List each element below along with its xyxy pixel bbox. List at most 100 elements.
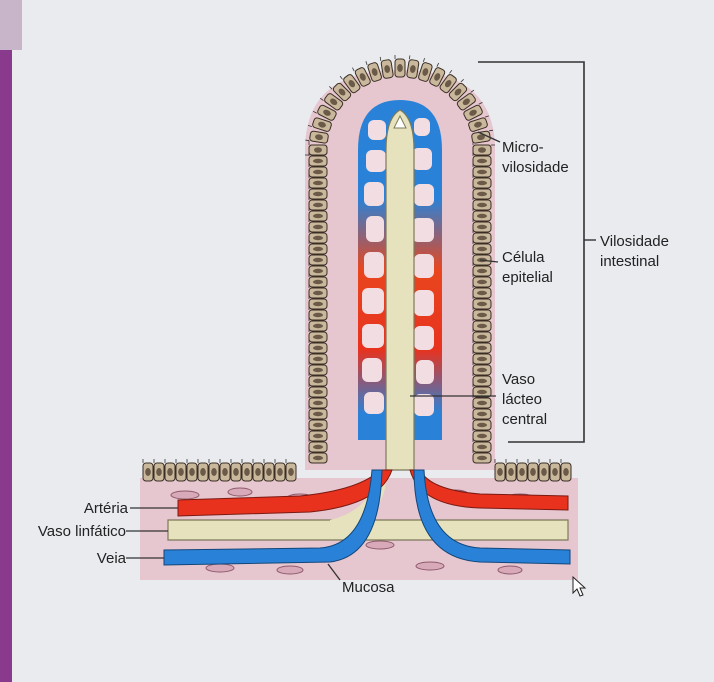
epithelial-cell	[472, 405, 492, 420]
label-lacteal-3: central	[502, 411, 547, 428]
epithelial-cell	[308, 207, 328, 222]
slide-corner	[0, 0, 22, 50]
label-microvilli-2: vilosidade	[502, 159, 569, 176]
epithelial-cell	[538, 459, 550, 482]
epithelial-cell	[308, 361, 328, 376]
epithelial-cell	[312, 104, 337, 121]
label-epithelial-1: Célula	[502, 249, 545, 266]
epithelial-cell	[468, 115, 489, 132]
label-microvilli-1: Micro-	[502, 139, 544, 156]
leader-lines	[126, 131, 501, 581]
mouse-cursor-icon	[572, 575, 587, 597]
epithelial-cell	[472, 218, 492, 233]
epithelial-cell	[307, 117, 332, 132]
epithelial-cell	[329, 82, 352, 102]
epithelial-cell	[472, 339, 492, 354]
epithelial-cell	[472, 361, 492, 376]
epithelial-cell	[208, 459, 220, 482]
epithelial-cell	[472, 273, 492, 288]
epithelial-cell	[472, 306, 492, 321]
epithelial-cell	[379, 56, 394, 79]
epithelial-cell	[560, 459, 572, 482]
epithelial-cell	[472, 427, 492, 442]
label-lacteal-1: Vaso	[502, 371, 535, 388]
label-lymph-vessel: Vaso linfático	[38, 523, 126, 540]
epithelial-cell	[308, 218, 328, 233]
epithelial-cell	[308, 427, 328, 442]
epithelial-cell	[472, 152, 492, 167]
label-epithelial-2: epitelial	[502, 269, 553, 286]
epithelial-cell	[429, 62, 446, 87]
epithelial-cell	[308, 383, 328, 398]
epithelial-cell	[472, 372, 492, 387]
epithelial-cell	[472, 163, 492, 178]
epithelial-cell	[472, 350, 492, 365]
epithelial-cell	[308, 240, 328, 255]
epithelial-cell	[308, 394, 328, 409]
epithelial-cell	[263, 459, 275, 482]
epithelial-cell	[252, 459, 264, 482]
epithelial-cell	[472, 438, 492, 453]
epithelial-cell	[241, 459, 253, 482]
mucosa-epithelium	[142, 459, 572, 482]
epithelial-cell	[308, 163, 328, 178]
epithelial-cell	[285, 459, 297, 482]
epithelial-cell	[472, 262, 492, 277]
epithelial-cell	[197, 459, 209, 482]
epithelial-cell	[472, 383, 492, 398]
epithelial-cell	[186, 459, 198, 482]
central-lacteal	[385, 109, 415, 471]
villus-bracket	[478, 61, 585, 443]
epithelial-cell	[308, 416, 328, 431]
epithelial-cell	[142, 459, 154, 482]
epithelial-cell-layer	[305, 55, 495, 464]
epithelial-cell	[219, 459, 231, 482]
epithelial-cell	[164, 459, 176, 482]
epithelial-cell	[308, 229, 328, 244]
epithelial-cell	[308, 328, 328, 343]
epithelial-cell	[406, 55, 420, 79]
epithelial-cell	[472, 229, 492, 244]
epithelial-cell	[472, 144, 495, 156]
epithelial-cell	[230, 459, 242, 482]
epithelial-cell	[472, 174, 492, 189]
epithelial-cell	[527, 459, 539, 482]
epithelial-cell	[308, 196, 328, 211]
epithelial-cell	[308, 339, 328, 354]
epithelial-cell	[308, 306, 328, 321]
epithelial-cell	[319, 93, 344, 111]
epithelial-cell	[365, 61, 382, 82]
epithelial-cell	[305, 130, 329, 144]
epithelial-cell	[308, 350, 328, 365]
epithelial-cell	[175, 459, 187, 482]
epithelial-cell	[472, 185, 492, 200]
epithelial-cell	[472, 317, 492, 332]
label-mucosa: Mucosa	[342, 579, 395, 596]
epithelial-cell	[352, 67, 371, 87]
epithelial-cell	[308, 405, 328, 420]
epithelial-cell	[516, 459, 528, 482]
epithelial-cell	[308, 262, 328, 277]
epithelial-cell	[308, 372, 328, 387]
epithelial-cell	[308, 273, 328, 288]
label-villus-2: intestinal	[600, 253, 659, 270]
epithelial-cell	[472, 295, 492, 310]
epithelial-cell	[274, 459, 286, 482]
epithelial-cell	[463, 102, 483, 121]
epithelial-cell	[308, 317, 328, 332]
epithelial-cell	[308, 152, 328, 167]
artery-left	[177, 469, 393, 517]
epithelial-cell	[308, 438, 328, 453]
epithelial-cell	[305, 144, 328, 156]
slide-edge	[0, 0, 12, 682]
epithelial-cell	[308, 174, 328, 189]
epithelial-cell	[308, 284, 328, 299]
epithelial-cell	[339, 74, 361, 94]
epithelial-cell	[472, 284, 492, 299]
epithelial-cell	[505, 459, 517, 482]
epithelial-cell	[471, 129, 494, 144]
epithelial-cell	[472, 449, 492, 464]
epithelial-cell	[418, 57, 433, 82]
